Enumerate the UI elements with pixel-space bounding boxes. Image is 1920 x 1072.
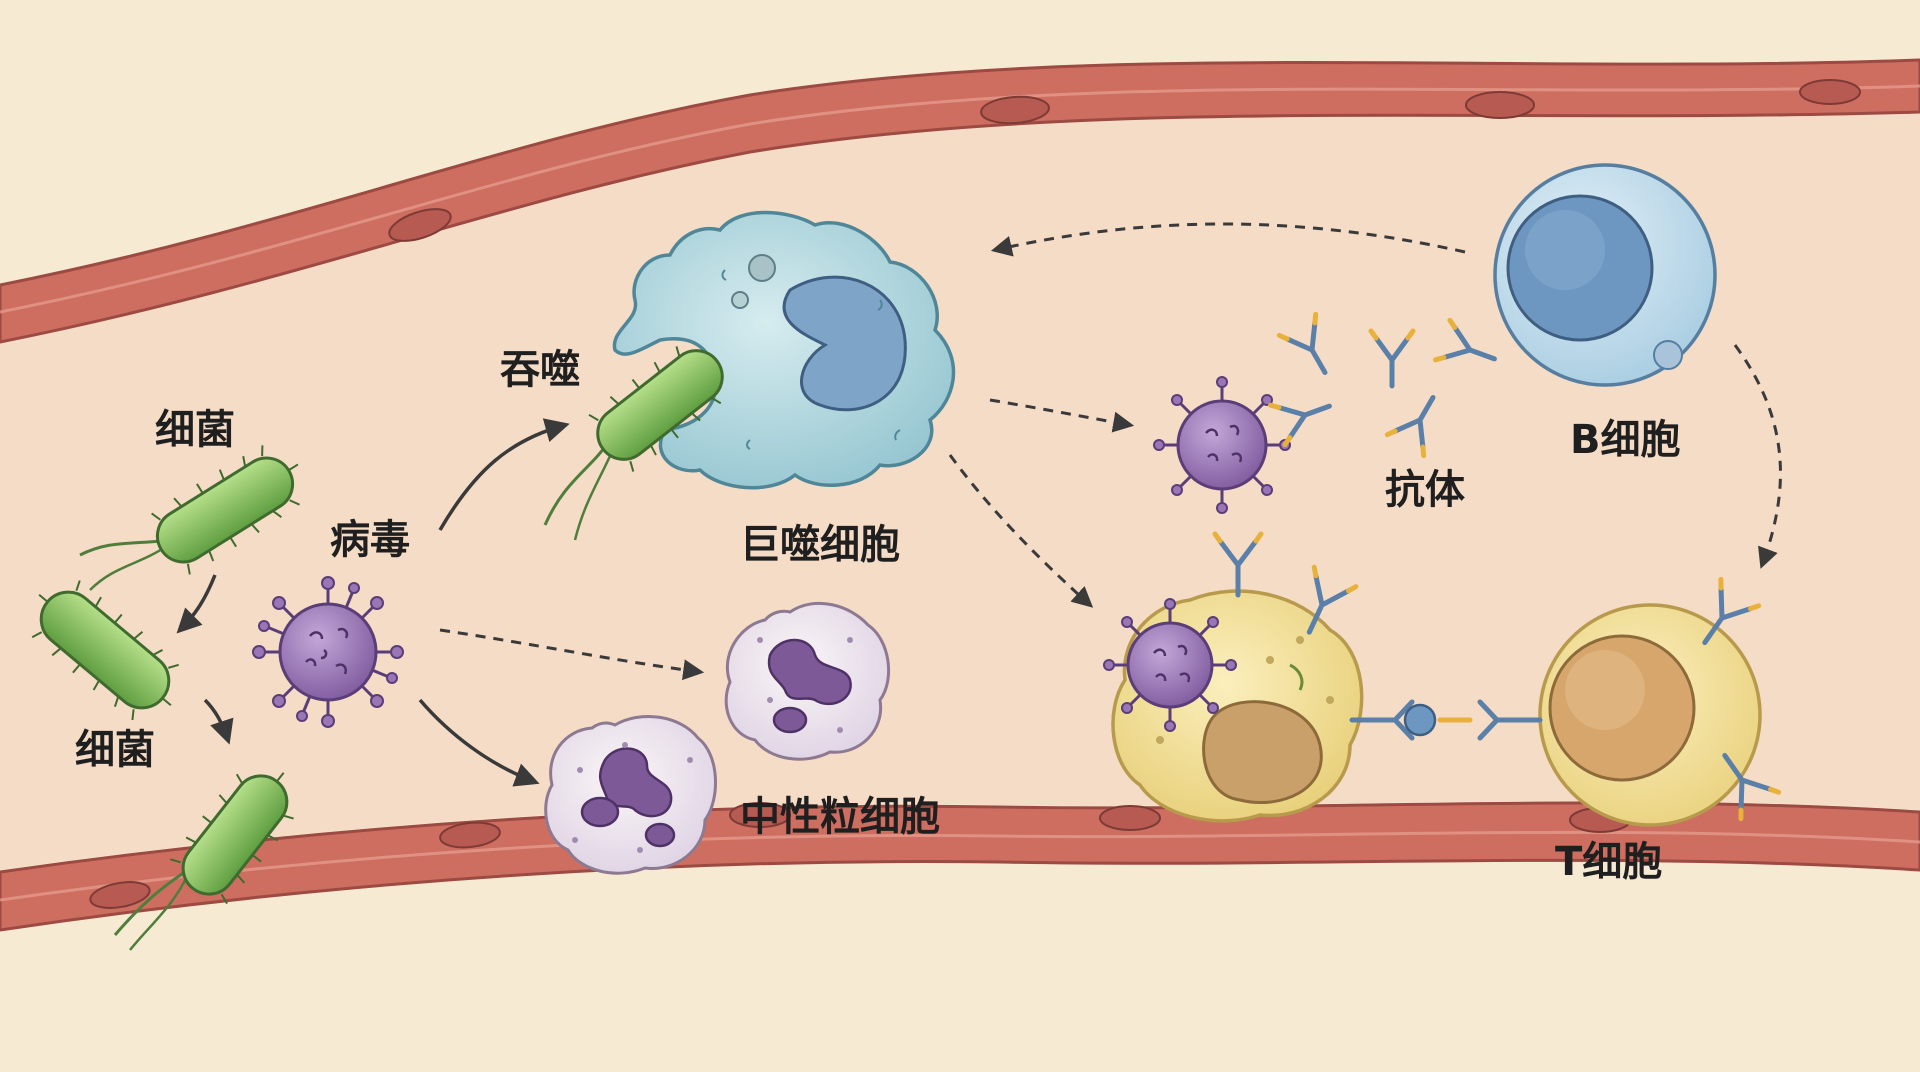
label-bacteria-mid: 细菌 (75, 727, 155, 773)
label-t-cell: T细胞 (1555, 839, 1663, 885)
virus-left (252, 576, 404, 728)
arrow-macrophage-to-virus (989, 398, 1135, 433)
neutrophil-upper (724, 601, 891, 761)
arrow-virus-to-phagocytosis (438, 418, 570, 531)
bacterium-engulfed (543, 346, 724, 541)
arrow-bcell-to-macrophage (990, 222, 1466, 257)
arrow-bcell-to-tcell (1733, 344, 1782, 569)
bacterium-bottom (113, 772, 294, 951)
arrow-virus-to-neutrophil-upper (439, 628, 705, 681)
arrow-bacteria-1-to-2 (176, 574, 217, 634)
arrow-bacteria-2-to-3 (203, 698, 234, 745)
label-macrophage: 巨噬细胞 (740, 522, 900, 568)
bacterium-middle (31, 580, 179, 721)
label-virus: 病毒 (330, 517, 410, 563)
bacterium-top (79, 445, 300, 591)
neutrophil-lower (544, 714, 717, 875)
label-bacteria-top: 细菌 (155, 407, 235, 453)
label-phagocytosis: 吞噬 (500, 347, 580, 393)
label-antibody: 抗体 (1385, 467, 1465, 513)
label-b-cell: B细胞 (1570, 417, 1681, 463)
vessel-lumen (0, 110, 1920, 870)
virus-on-apc (1103, 598, 1237, 732)
antigen-presenting-cell (1111, 589, 1364, 823)
arrow-macrophage-to-apc (948, 454, 1094, 608)
antibodies (1212, 311, 1782, 822)
b-cell (1493, 163, 1717, 387)
arrow-virus-to-neutrophil-lower (418, 698, 540, 787)
label-neutrophil: 中性粒细胞 (740, 794, 940, 840)
virus-top-right (1153, 376, 1291, 514)
immune-synapse (1349, 699, 1543, 741)
t-cell (1538, 603, 1762, 827)
